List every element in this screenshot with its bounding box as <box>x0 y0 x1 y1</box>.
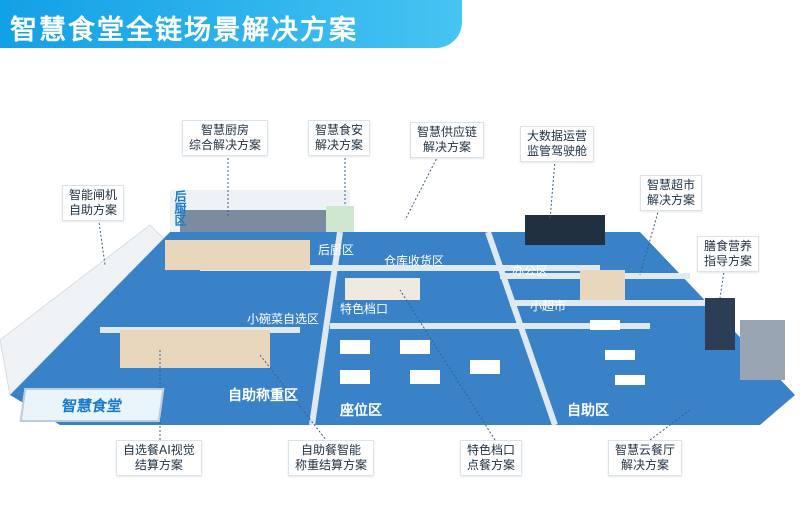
callout-cockpit: 大数据运营 监管驾驶舱 <box>520 126 595 162</box>
zone-mini-market: 小超市 <box>530 299 567 313</box>
title-banner: 智慧食堂全链场景解决方案 <box>0 0 462 48</box>
callout-gate: 智能闸机 自助方案 <box>62 185 125 221</box>
zone-small-bowl: 小碗菜自选区 <box>247 312 320 326</box>
zone-self-service: 自助区 <box>567 403 609 419</box>
small-bowl-counter <box>165 240 310 270</box>
zone-office: 办公区 <box>512 264 549 278</box>
callout-kitchen: 智慧厨房 综合解决方案 <box>182 120 269 156</box>
zone-weighing: 自助称重区 <box>228 388 298 404</box>
stall-counter <box>345 278 420 300</box>
callout-ai-vision: 自选餐AI视觉 结算方案 <box>116 440 202 476</box>
weighing-counter <box>120 330 270 368</box>
zone-seating: 座位区 <box>340 403 382 419</box>
supermarket-counter <box>580 270 625 300</box>
food-safety-cabinet <box>326 206 354 232</box>
callout-cloud: 智慧云餐厅 解决方案 <box>608 440 683 476</box>
zone-kitchen-sign: 后厨区 <box>173 190 187 226</box>
locker <box>740 320 785 380</box>
callout-food-safety: 智慧食安 解决方案 <box>308 120 371 156</box>
page-title: 智慧食堂全链场景解决方案 <box>10 15 358 46</box>
seating-tables <box>340 320 645 385</box>
callout-supermarket: 智慧超市 解决方案 <box>640 175 703 211</box>
vending-machine <box>705 298 735 350</box>
zone-kitchen: 后厨区 <box>318 243 355 257</box>
callout-nutrition: 膳食营养 指导方案 <box>697 236 760 272</box>
zone-stall: 特色档口 <box>340 302 389 316</box>
zone-warehouse: 仓库收货区 <box>384 254 445 268</box>
callout-stall-order: 特色档口 点餐方案 <box>460 440 523 476</box>
kitchen-counter <box>180 210 350 232</box>
office-screens <box>525 215 605 245</box>
callout-supply-chain: 智慧供应链 解决方案 <box>410 122 485 158</box>
callout-weighing: 自助餐智能 称重结算方案 <box>288 440 375 476</box>
brand-sign: 智慧食堂 <box>19 388 165 422</box>
